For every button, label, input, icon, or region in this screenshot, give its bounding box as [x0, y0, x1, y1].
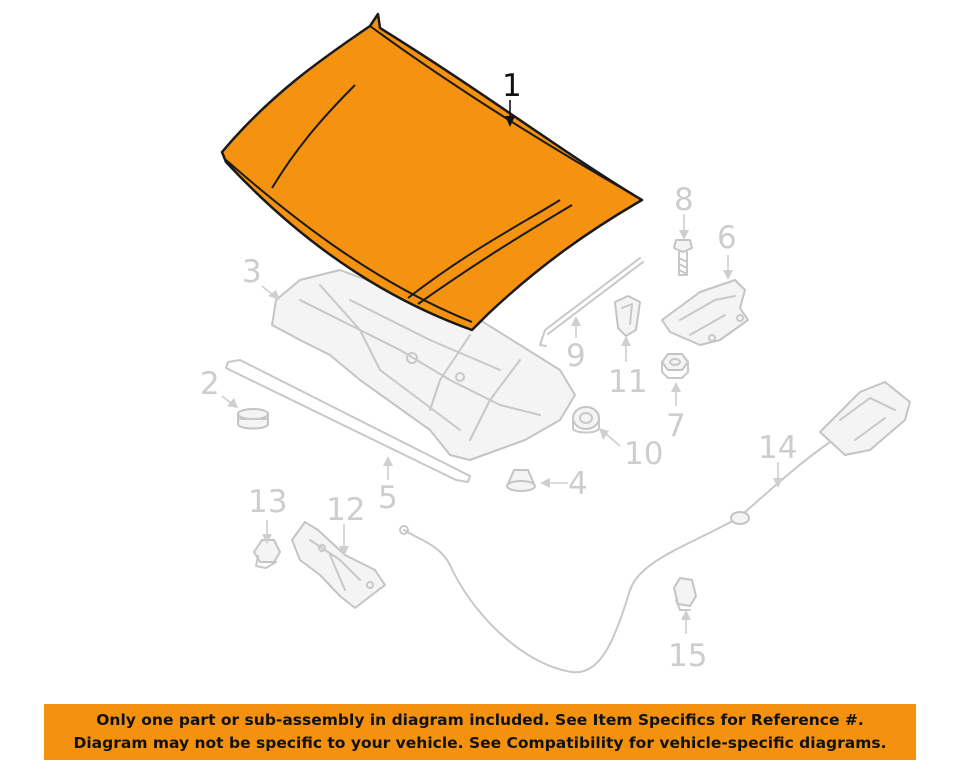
disclaimer-line-1: Only one part or sub-assembly in diagram…	[96, 711, 864, 729]
callout-14: 14	[758, 430, 797, 466]
part-11-clip	[614, 295, 641, 337]
callout-2: 2	[200, 366, 220, 402]
part-4-bumper-stop	[506, 469, 536, 492]
disclaimer-banner: Only one part or sub-assembly in diagram…	[44, 704, 916, 760]
callout-9: 9	[566, 338, 586, 374]
part-13-grommet	[253, 539, 281, 569]
callout-1: 1	[502, 68, 522, 104]
callout-leaders	[221, 100, 783, 634]
callout-8: 8	[674, 182, 694, 218]
part-8-bolt	[673, 239, 693, 276]
part-2-bumper	[237, 408, 269, 430]
callout-15: 15	[668, 638, 707, 674]
callout-5: 5	[378, 480, 398, 516]
part-15-stop	[673, 577, 697, 611]
part-6-hinge	[661, 279, 749, 346]
part-10-grommet	[572, 406, 600, 434]
callout-11: 11	[608, 364, 647, 400]
callout-3: 3	[242, 254, 262, 290]
part-1-hood	[220, 12, 644, 332]
part-14-release-cable	[399, 381, 911, 674]
part-5-weatherstrip	[225, 359, 471, 483]
parts-diagram: 1 2 3 4 5 6 7 8 9 10 11 12 13 14 15	[200, 12, 911, 674]
callout-labels: 1 2 3 4 5 6 7 8 9 10 11 12 13 14 15	[200, 68, 797, 674]
callout-6: 6	[717, 220, 737, 256]
callout-7: 7	[666, 408, 686, 444]
callout-4: 4	[568, 466, 588, 502]
part-7-nut	[661, 353, 689, 379]
disclaimer-line-2: Diagram may not be specific to your vehi…	[73, 734, 887, 752]
callout-13: 13	[248, 484, 287, 520]
part-9-support-rod	[539, 257, 644, 347]
callout-12: 12	[326, 492, 365, 528]
part-12-latch	[291, 521, 386, 609]
callout-10: 10	[624, 436, 663, 472]
